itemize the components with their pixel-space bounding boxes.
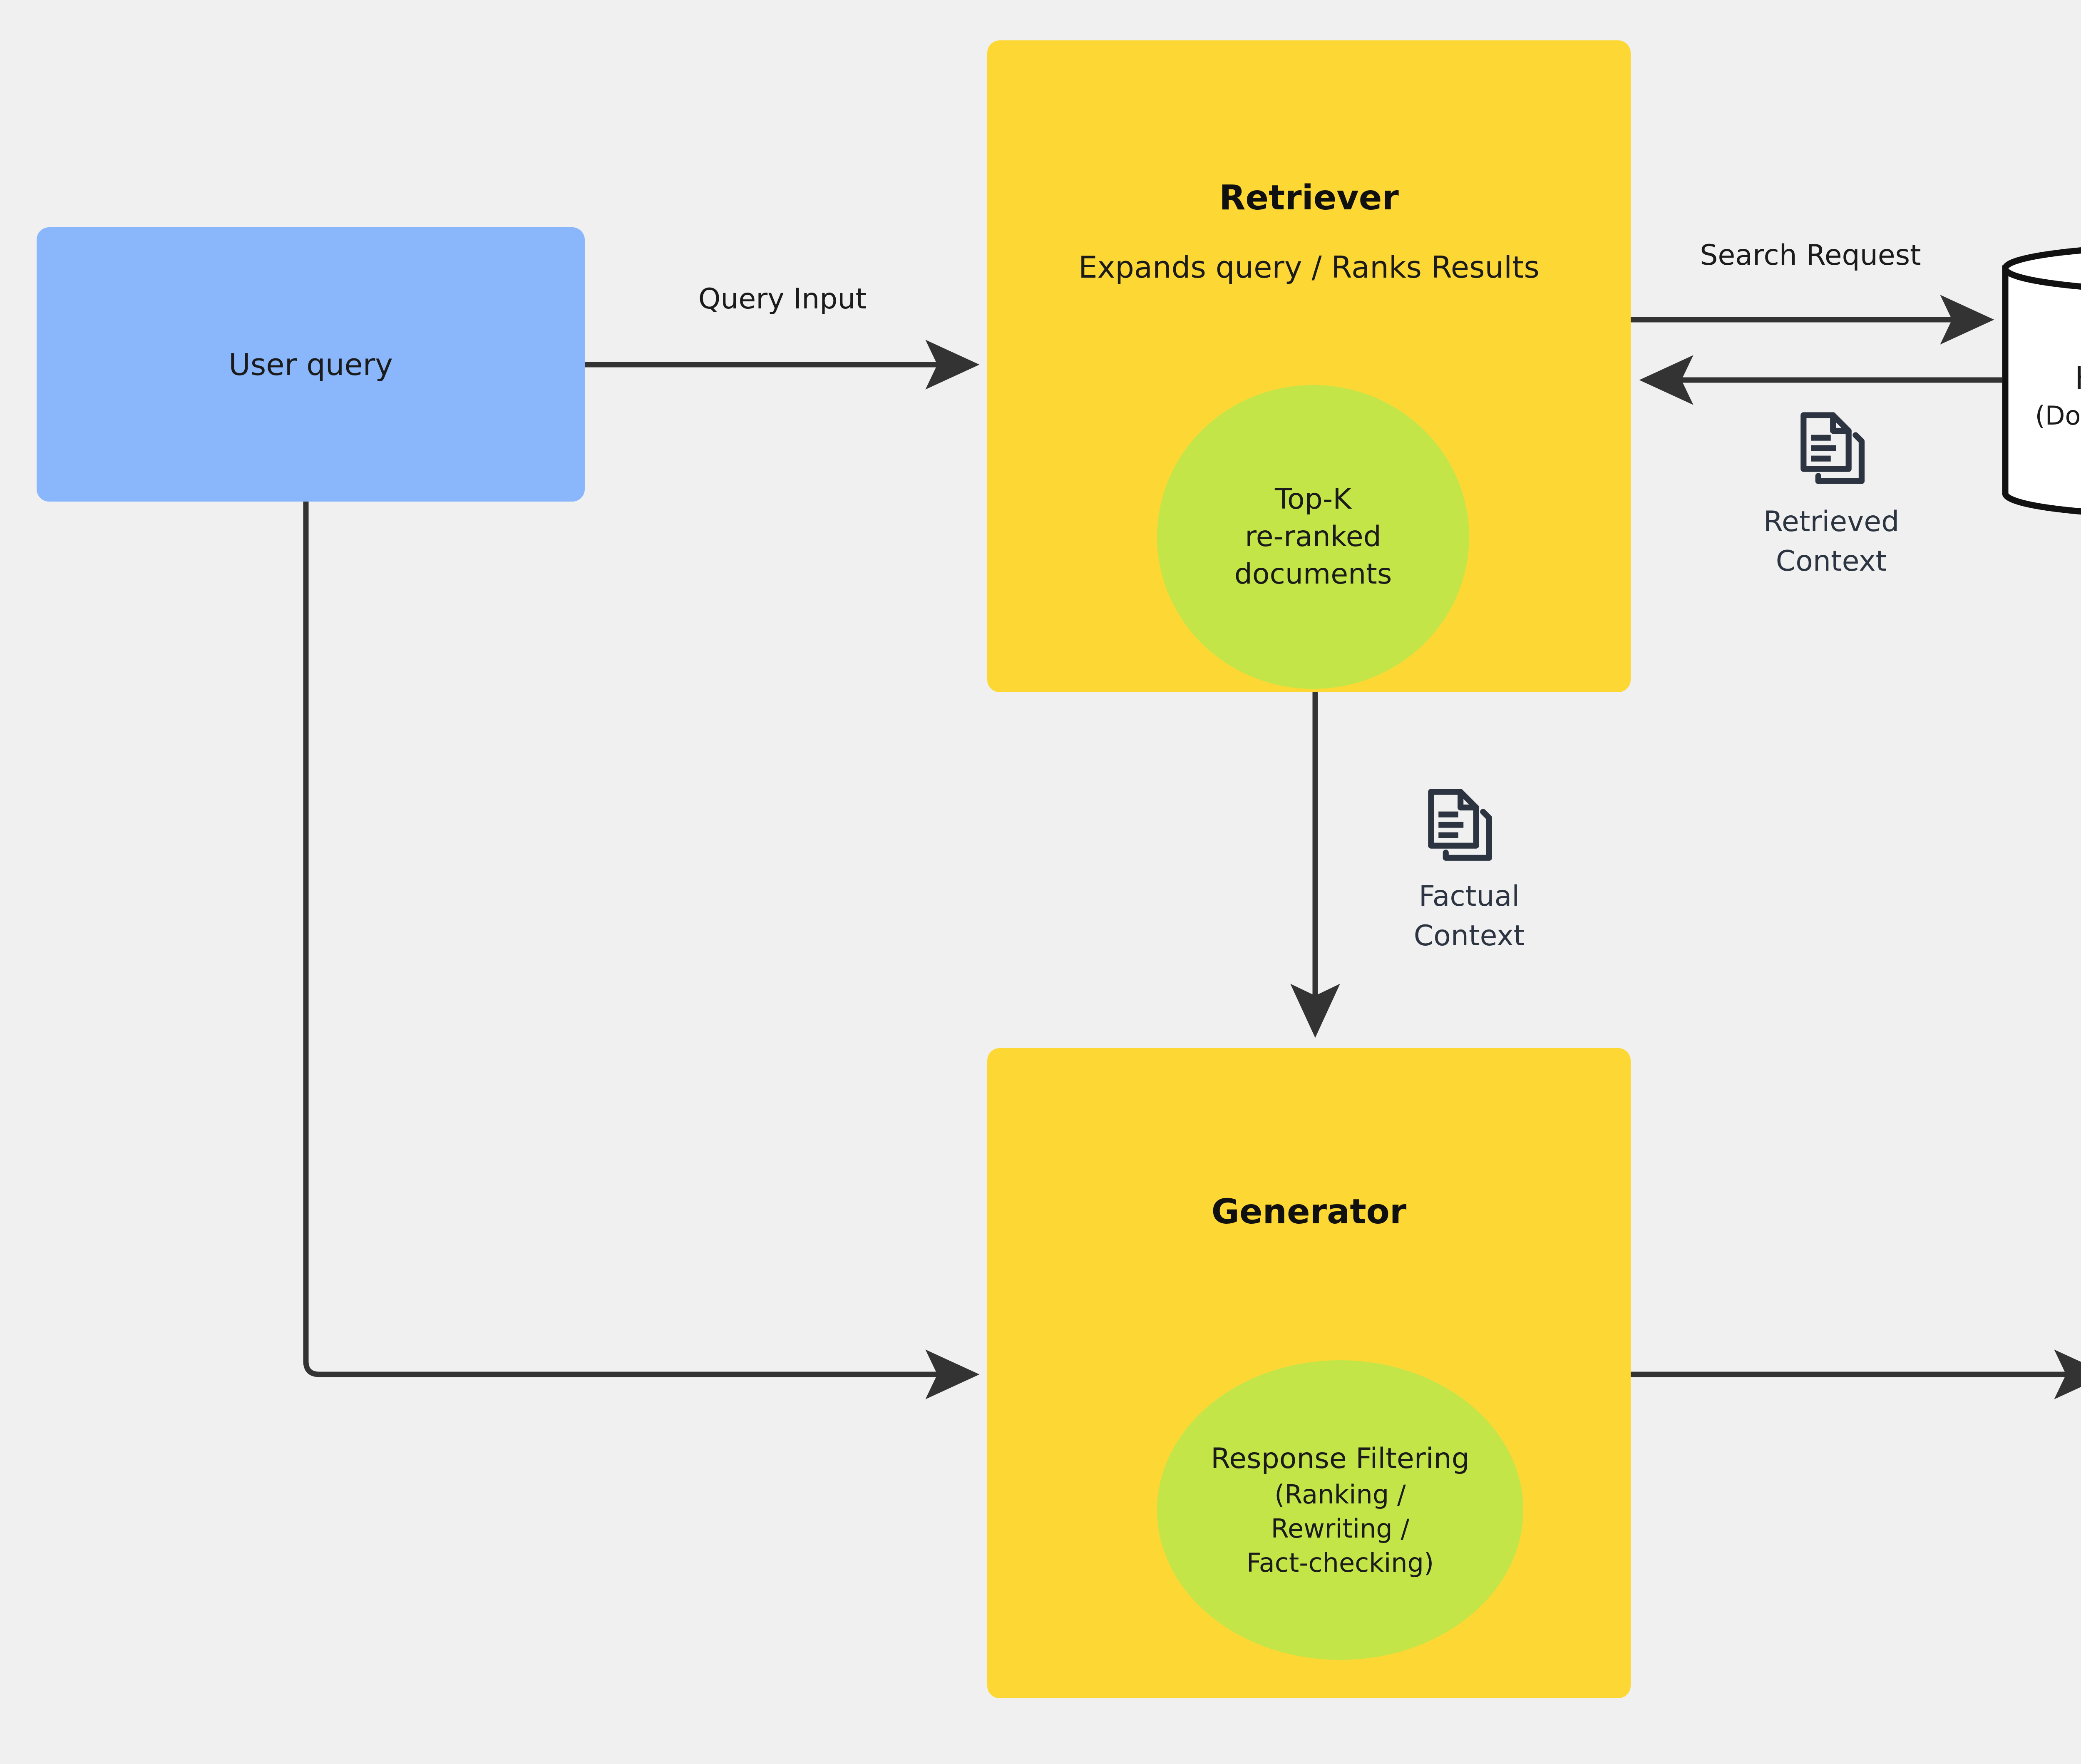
generator-title: Generator bbox=[1211, 1192, 1407, 1232]
node-knowledge-base[interactable]: Knowledge Base (Docs / APIs / DB Queries… bbox=[2002, 243, 2081, 518]
edge-label-query-input: Query Input bbox=[698, 283, 867, 316]
generator-blob: Response Filtering (Ranking / Rewriting … bbox=[1157, 1360, 1523, 1660]
retriever-title: Retriever bbox=[1219, 178, 1399, 218]
retriever-blob-line-1: Top-K bbox=[1275, 483, 1351, 516]
retriever-blob: Top-K re-ranked documents bbox=[1157, 385, 1469, 689]
documents-icon bbox=[1800, 412, 1865, 484]
node-generator[interactable]: Generator Response Filtering (Ranking / … bbox=[987, 1048, 1631, 1698]
factual-context-label-2: Context bbox=[1413, 919, 1525, 952]
generator-blob-line-3: Rewriting / bbox=[1271, 1513, 1410, 1544]
factual-context-label-1: Factual bbox=[1418, 880, 1520, 913]
edge-bypass bbox=[303, 502, 980, 1399]
knowledge-base-subtitle: (Docs / APIs / DB Queries) bbox=[2035, 400, 2081, 431]
cylinder-shape bbox=[2002, 247, 2081, 515]
node-user-query[interactable]: User query bbox=[37, 227, 585, 502]
factual-context-group: Factual Context bbox=[1344, 787, 1594, 986]
generator-blob-line-2: (Ranking / bbox=[1274, 1479, 1406, 1510]
generator-blob-line-1: Response Filtering bbox=[1211, 1442, 1470, 1476]
retrieved-context-label-1: Retrieved bbox=[1763, 505, 1900, 538]
edge-label-search-request: Search Request bbox=[1700, 239, 1921, 272]
knowledge-base-title: Knowledge Base bbox=[2002, 360, 2081, 397]
retriever-subtitle: Expands query / Ranks Results bbox=[1078, 250, 1540, 285]
user-query-label: User query bbox=[228, 347, 393, 382]
generator-blob-line-4: Fact-checking) bbox=[1246, 1547, 1434, 1578]
retriever-blob-line-3: documents bbox=[1234, 557, 1392, 591]
documents-icon bbox=[1428, 789, 1492, 861]
node-retriever[interactable]: Retriever Expands query / Ranks Results … bbox=[987, 40, 1631, 692]
retrieved-context-group: Retrieved Context bbox=[1694, 410, 1969, 610]
retriever-blob-line-2: re-ranked bbox=[1245, 520, 1381, 554]
retrieved-context-label-2: Context bbox=[1776, 545, 1887, 578]
